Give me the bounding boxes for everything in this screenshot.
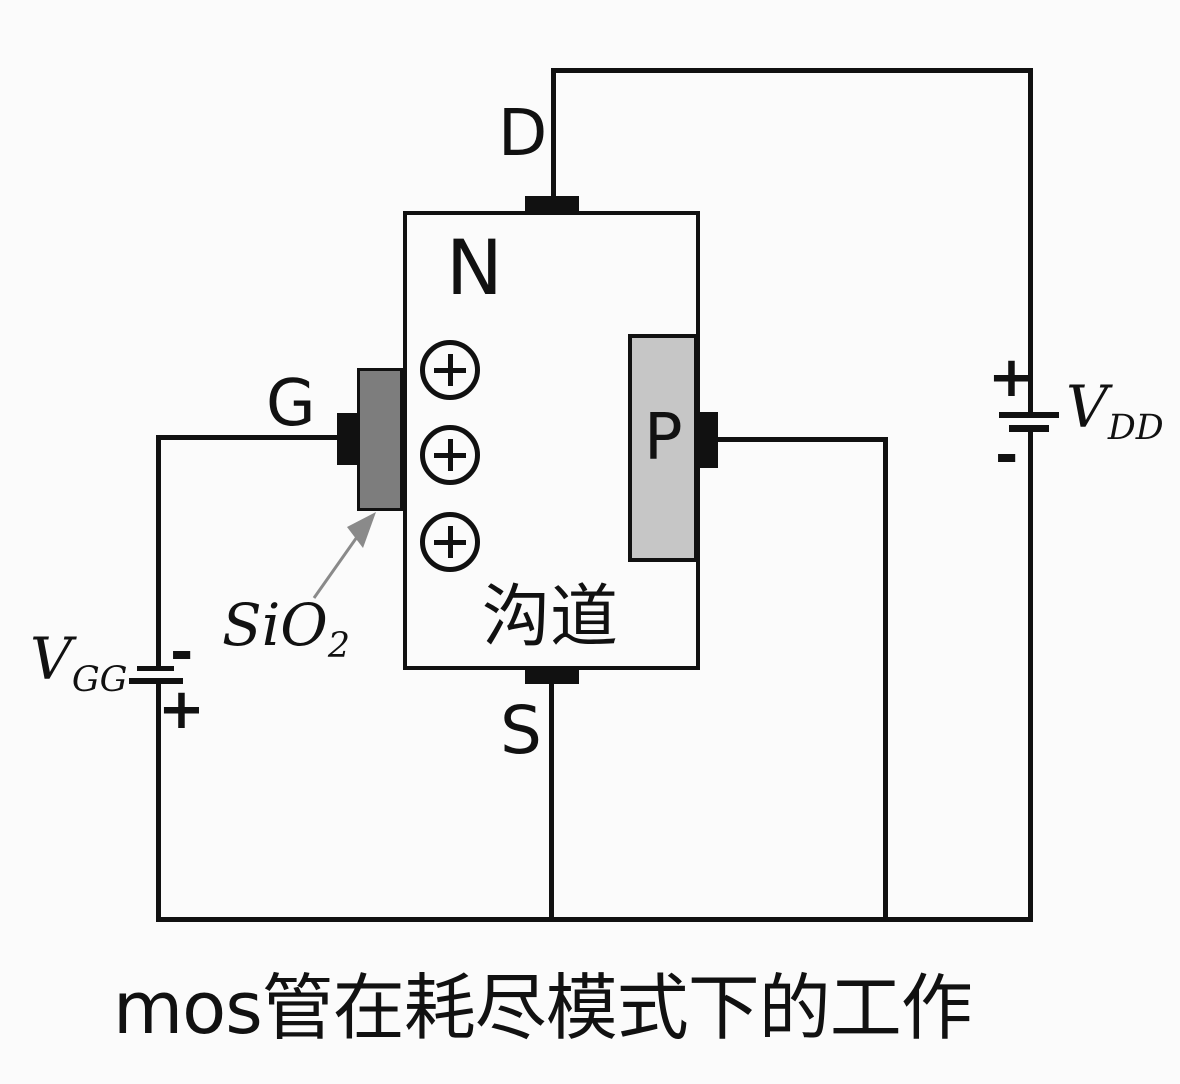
p-contact-bar (698, 412, 718, 468)
vgg-plus-sign: + (158, 677, 205, 742)
vgg-battery-long-plate (129, 678, 183, 684)
gate-label: G (266, 367, 316, 441)
vdd-battery-long-plate (999, 412, 1059, 418)
sio2-arrow-icon (312, 512, 376, 599)
positive-charge-icon (420, 340, 480, 400)
source-label: S (500, 692, 542, 769)
vgg-minus-sign: - (170, 620, 194, 685)
wire-drain (551, 68, 556, 198)
source-contact-bar (525, 667, 579, 684)
positive-charge-icon (420, 512, 480, 572)
drain-contact-bar (525, 196, 579, 212)
positive-charge-icon (420, 425, 480, 485)
gate-contact-bar (337, 413, 357, 465)
plus-icon (448, 354, 453, 386)
diagram-title: mos管在耗尽模式下的工作 (113, 966, 973, 1050)
wire-gate (156, 435, 337, 440)
wire-vdd-lower (1028, 429, 1033, 922)
wire-top (551, 68, 1033, 73)
drain-label: D (498, 97, 548, 171)
p-region-box (628, 334, 698, 562)
wire-source (549, 680, 554, 922)
vdd-plus-sign: + (988, 345, 1035, 410)
wire-vdd-upper (1028, 68, 1033, 416)
vdd-label: VDD (1066, 373, 1164, 449)
wire-p-horizontal (716, 437, 888, 442)
vgg-label: VGG (30, 625, 128, 701)
n-region-label: N (446, 223, 503, 312)
wire-p-vertical (883, 437, 888, 922)
vgg-battery-short-plate (137, 666, 174, 671)
gate-oxide-rect (357, 368, 403, 511)
vdd-minus-sign: - (995, 423, 1019, 488)
plus-icon (448, 526, 453, 558)
sio2-label: SiO2 (222, 591, 350, 667)
wire-vgg-lower (156, 683, 161, 922)
wire-vgg-upper (156, 435, 161, 669)
plus-icon (448, 439, 453, 471)
vdd-battery-short-plate (1009, 425, 1049, 432)
channel-label: 沟道 (482, 578, 619, 657)
p-region-label: P (644, 401, 683, 475)
wire-bottom (156, 917, 1033, 922)
